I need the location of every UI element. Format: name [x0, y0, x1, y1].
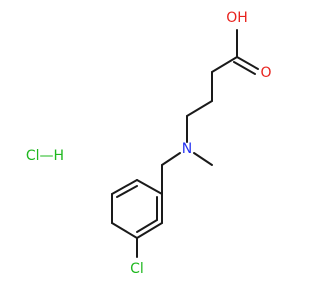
bond-c1-c2 [211, 56, 238, 73]
bond-ring-inner-1 [116, 185, 138, 198]
bond-ring-5 [136, 222, 163, 239]
bond-n-methyl [193, 152, 213, 166]
atom-labels: OH O N Cl Cl—H [26, 10, 272, 277]
bond-c1-o-double-a [236, 56, 259, 70]
bond-c3-c4 [186, 100, 213, 117]
nitrogen-label: N [182, 141, 192, 157]
bond-ring-inner-2 [136, 219, 158, 233]
bond-ring-1 [136, 179, 163, 195]
hydroxyl-label: OH [226, 10, 248, 26]
bond-n-benzyl [161, 152, 181, 166]
bond-ring-2 [111, 179, 138, 195]
hydrochloride-label: Cl—H [26, 148, 64, 164]
bond-c1-o-double-b [233, 61, 256, 75]
carbonyl-oxygen-label: O [260, 65, 271, 81]
bond-ring-4 [111, 222, 138, 239]
chlorine-label: Cl [130, 261, 144, 277]
bonds [111, 29, 259, 258]
structural-formula: OH O N Cl Cl—H [26, 10, 272, 277]
